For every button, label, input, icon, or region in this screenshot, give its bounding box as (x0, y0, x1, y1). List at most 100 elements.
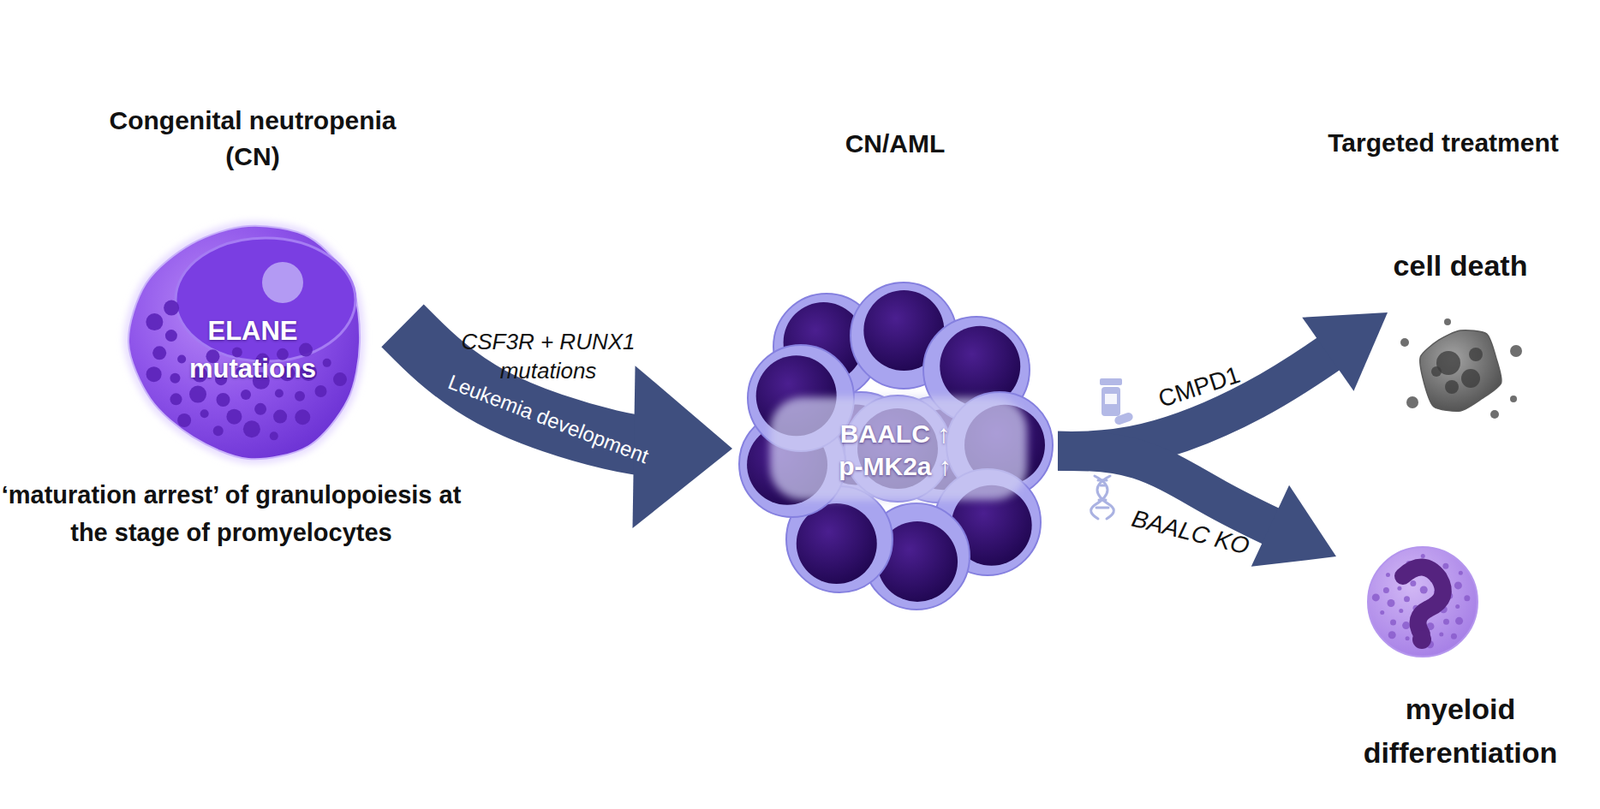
arrow-head (1301, 312, 1388, 392)
edge-label: BAALC KO (1128, 504, 1253, 562)
dna-rung (1098, 479, 1107, 483)
granule (215, 393, 230, 407)
node-text: BAALC ↑ p-MK2a ↑ (826, 417, 964, 484)
outcome-node: cell death (1387, 244, 1534, 429)
edge-label: CMPD1 (1154, 360, 1244, 414)
dna-strand (1097, 476, 1114, 520)
cell-glow (128, 226, 360, 460)
debris (1406, 396, 1419, 409)
pill-bottle-icon (1099, 378, 1135, 426)
granule (294, 391, 305, 402)
granule (274, 388, 284, 398)
granule (1420, 554, 1426, 559)
apoptotic-cell (1400, 318, 1523, 419)
granule (169, 373, 180, 384)
dark-fragment (1431, 366, 1442, 377)
granule (226, 409, 242, 425)
granule (1388, 631, 1397, 639)
nucleus-lobe (1412, 630, 1432, 650)
cell-body (1420, 330, 1502, 412)
cell-body (1367, 547, 1478, 657)
granule (1442, 563, 1449, 570)
bottle-cap (1099, 378, 1123, 386)
granule (1383, 587, 1390, 594)
granule (1443, 619, 1450, 626)
granule (1455, 617, 1463, 626)
granule (170, 393, 183, 406)
flow-arrow (1057, 312, 1388, 452)
debris (1510, 395, 1517, 403)
bottle-label (1104, 394, 1117, 405)
granule (177, 413, 192, 428)
highlight-panel (770, 397, 1027, 501)
debris (1510, 345, 1523, 358)
node-caption: ‘maturation arrest’ of granulopoiesis at… (0, 476, 463, 552)
granule (1390, 619, 1397, 626)
dna-rung (1100, 484, 1105, 488)
granule (200, 409, 209, 418)
granule (1438, 632, 1444, 638)
granule (254, 403, 267, 416)
dna-icon (1091, 476, 1115, 520)
granule (1455, 604, 1460, 609)
granule (1403, 596, 1410, 603)
granule (1385, 573, 1391, 578)
dna-rung (1096, 507, 1109, 510)
granule (213, 425, 224, 436)
granule (1405, 636, 1410, 641)
granule (294, 409, 311, 425)
dark-fragment (1468, 347, 1483, 362)
granule (1402, 621, 1410, 630)
neutrophil (1367, 547, 1478, 657)
granule (243, 420, 261, 438)
arrow-head (1251, 485, 1337, 568)
granule (1372, 593, 1380, 602)
granule (1379, 610, 1385, 615)
granule (240, 389, 251, 400)
pill (1113, 411, 1135, 427)
granule (189, 386, 207, 404)
nucleolus (262, 262, 304, 304)
granule (333, 372, 347, 387)
granule (1409, 580, 1416, 587)
leukemic-cell-cluster (739, 282, 1053, 610)
granule (1450, 633, 1457, 640)
arrow-shaft (402, 325, 674, 448)
granule (1463, 595, 1470, 602)
node-caption: myeloid differentiation (1336, 687, 1585, 776)
mutation-note: CSF3R + RUNX1 mutations (445, 327, 651, 386)
column-heading: Targeted treatment (1289, 126, 1598, 160)
cell-illustration (128, 226, 360, 460)
outcome-node: myeloid differentiation (1336, 535, 1585, 767)
granule (273, 410, 287, 424)
granule (1454, 581, 1463, 590)
debris (1444, 318, 1451, 326)
granule (165, 329, 178, 342)
cluster-node: CN/AMLBAALC ↑ p-MK2a ↑ (732, 119, 1058, 617)
node-text: ELANE mutations (171, 312, 335, 389)
granule (314, 385, 327, 398)
dark-fragment (1461, 369, 1481, 389)
granule (1458, 571, 1463, 576)
node-heading: Congenital neutropenia (CN) (102, 102, 403, 175)
node-shape (1387, 316, 1534, 424)
granule (1398, 608, 1403, 614)
dna-strand (1091, 476, 1108, 520)
cell-node: Congenital neutropenia (CN) ELANE mutatio… (102, 102, 403, 463)
node-heading: cell death (1370, 244, 1551, 287)
dark-fragment (1444, 380, 1459, 395)
node-shape (732, 274, 1058, 626)
flow-arrow (1057, 451, 1337, 568)
granule (163, 300, 180, 317)
granule (152, 346, 167, 360)
granule (177, 355, 186, 365)
granule (1420, 586, 1428, 595)
bottle-body (1101, 387, 1121, 417)
lobed-nucleus (1402, 567, 1444, 635)
cell-nucleus (796, 503, 878, 585)
granule (269, 431, 279, 441)
granule (146, 366, 162, 383)
